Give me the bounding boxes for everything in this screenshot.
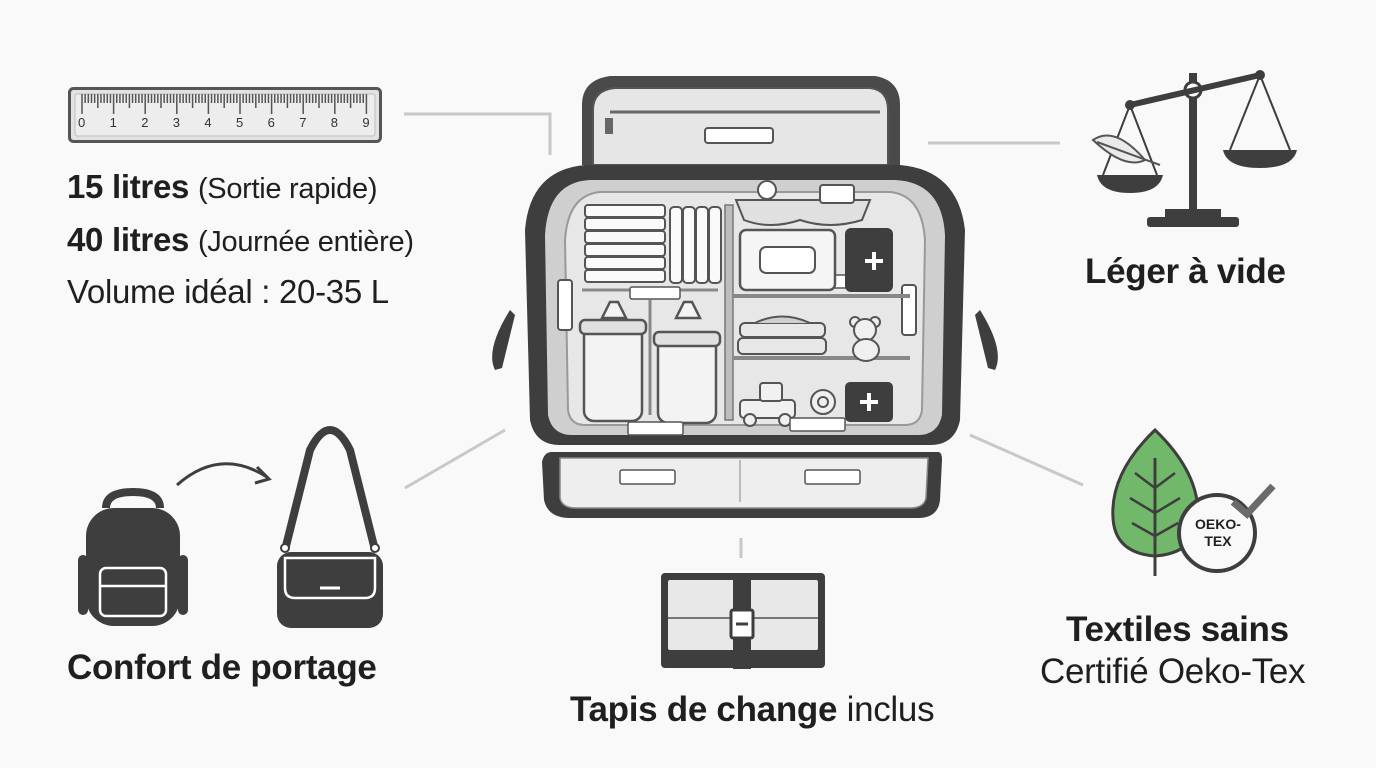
ruler-tick-label: 4 <box>204 115 212 130</box>
backpack-icon <box>78 487 188 626</box>
ruler-tick-label: 0 <box>78 115 86 130</box>
arrow-icon <box>176 462 272 487</box>
ruler-tick-label: 7 <box>299 115 307 130</box>
textiles-title: Textiles sains <box>1066 610 1289 649</box>
shoulder-bag-icon <box>277 426 383 628</box>
oeko-tex-badge-line2: TEX <box>1204 533 1232 549</box>
ruler-tick-label: 2 <box>141 115 149 130</box>
ruler-tick-label: 3 <box>172 115 181 130</box>
textiles-subtitle: Certifié Oeko-Tex <box>1040 652 1306 691</box>
ruler-tick-label: 6 <box>267 115 275 130</box>
leaf-icon <box>1111 427 1200 576</box>
oeko-tex-badge <box>1177 483 1276 573</box>
balance-scale-icon <box>1091 70 1297 227</box>
volume-ideal: Volume idéal : 20-35 L <box>67 273 389 310</box>
volume-40-note: (Journée entière) <box>197 226 414 258</box>
volume-40-label: 40 litres <box>67 221 190 258</box>
ruler-tick-label: 9 <box>362 115 370 130</box>
volume-line-2: 40 litres (Journée entière) <box>67 221 414 259</box>
volume-15-label: 15 litres <box>67 168 190 205</box>
volume-line-1: 15 litres (Sortie rapide) <box>67 168 377 206</box>
ruler-tick-label: 1 <box>109 115 117 130</box>
ruler-labels: 0 1 2 3 4 5 6 7 8 9 <box>68 115 382 135</box>
weight-label: Léger à vide <box>1085 252 1286 291</box>
volume-15-note: (Sortie rapide) <box>197 173 378 205</box>
oeko-tex-badge-text: OEKO- TEX <box>1178 516 1258 550</box>
ruler-shape <box>68 87 382 143</box>
ruler-tick-label: 5 <box>236 115 244 130</box>
mat-label-rest: inclus <box>846 690 935 729</box>
ruler-tick-label: 8 <box>330 115 339 130</box>
changing-mat-icon <box>661 573 825 669</box>
ruler-icon: 0 1 2 3 4 5 6 7 8 9 <box>68 87 382 143</box>
mat-label: Tapis de change inclus <box>570 690 935 730</box>
oeko-tex-badge-line1: OEKO- <box>1195 516 1241 532</box>
diaper-bag-illustration <box>492 76 998 518</box>
carry-label: Confort de portage <box>67 648 377 687</box>
mat-label-bold: Tapis de change <box>570 690 838 729</box>
